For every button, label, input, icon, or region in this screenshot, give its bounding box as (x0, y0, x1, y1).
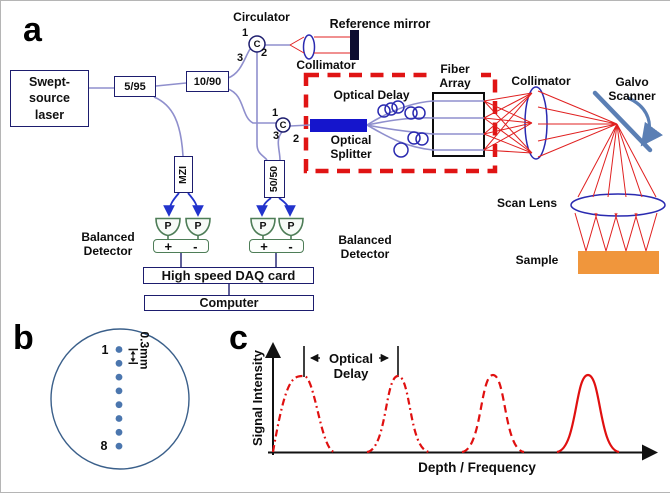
intensity-peaks (271, 373, 620, 454)
collimator-to-galvo-beams (537, 90, 618, 158)
collimator-top-label: Collimator (296, 58, 356, 72)
circulator-label: Circulator (233, 10, 290, 24)
sample-shape (578, 251, 659, 274)
optical-delay-label: Optical Delay (333, 88, 410, 102)
galvo-to-scanlens-beams (577, 123, 657, 198)
fiber-array-face-view (50, 328, 190, 470)
collimator-right-label: Collimator (511, 74, 571, 88)
fiber-array-box (432, 92, 485, 157)
fiber-wires (89, 44, 484, 161)
panel-b-label: b (13, 319, 34, 357)
circulator1-symbol: C (253, 38, 261, 50)
balanced-detector-left-box: + - (153, 239, 209, 253)
optical-splitter-shape (310, 119, 367, 132)
reference-mirror-label: Reference mirror (329, 17, 431, 31)
circulator1-circle (248, 35, 266, 53)
panel-c-label: c (229, 319, 248, 357)
circulator2-symbol: C (279, 119, 287, 131)
computer-box: Computer (144, 295, 314, 311)
galvo-scanner-label: Galvo Scanner (608, 75, 656, 104)
detector-input-arrows (163, 192, 296, 217)
galvo-rotation-arrow-icon (627, 96, 663, 147)
plus-sign: + (260, 238, 268, 254)
photodiode-label: P (164, 220, 172, 232)
peak-2-dashdot (366, 374, 430, 454)
minus-sign: - (193, 238, 198, 254)
signal-plot (265, 342, 658, 461)
collimator-lens-right (524, 86, 548, 160)
reference-mirror-shape (350, 30, 359, 60)
balanced-detector-left-label: Balanced Detector (81, 230, 135, 259)
array-to-collimator-beams (483, 92, 533, 154)
minus-sign: - (288, 238, 293, 254)
fiber-8-number: 8 (100, 439, 108, 453)
plus-sign: + (164, 238, 173, 254)
swept-source-laser-box: Swept- source laser (10, 70, 89, 127)
fiber-core-dots (115, 346, 123, 450)
fiber-1-number: 1 (101, 343, 109, 357)
spacing-value-label: 0.3mm (137, 331, 152, 370)
mzi-box: MZI (177, 165, 190, 184)
fiber-delay-coils (377, 100, 429, 158)
peak-1-dashdot (271, 374, 336, 454)
photodiode-label: P (287, 220, 295, 232)
circulators (248, 35, 291, 133)
x-axis-label: Depth / Frequency (418, 460, 536, 475)
balanced-detector-right-label: Balanced Detector (338, 233, 392, 262)
peak-3-dashed (461, 373, 525, 454)
photodiode-label: P (194, 220, 202, 232)
circulator1-port-2: 2 (260, 47, 268, 59)
coupler-5-95-box: 5/95 (114, 76, 156, 97)
photodiodes (155, 217, 304, 239)
reference-arm-beam (289, 36, 350, 54)
lenses (302, 34, 666, 217)
free-space-beams (289, 36, 658, 252)
optical-splitter-label: Optical Splitter (330, 133, 372, 162)
scanlens-to-sample-beams (574, 212, 658, 252)
delay-module-dashed-outline (303, 72, 498, 174)
optical-delay-annotation: Optical Delay (328, 351, 374, 382)
circulator2-port-2: 2 (292, 133, 300, 145)
circulator2-port-1: 1 (271, 107, 279, 119)
circulator1-port-3: 3 (236, 52, 244, 64)
y-axis-label: Signal Intensity (250, 349, 265, 447)
circulator1-port-1: 1 (241, 27, 249, 39)
collimator-lens-top (302, 34, 316, 60)
galvo-scanner-shape (592, 90, 663, 153)
coupler-50-50-box: 50/50 (268, 165, 281, 193)
panel-a-label: a (23, 11, 42, 49)
electrical-connections (180, 253, 277, 295)
photodiode-label: P (259, 220, 267, 232)
delay-marker-lines (303, 346, 399, 377)
daq-card-box: High speed DAQ card (143, 267, 314, 284)
peak-4-solid (556, 373, 620, 454)
coupler-10-90-box: 10/90 (186, 71, 229, 92)
balanced-detector-right-box: + - (249, 239, 304, 253)
circulator2-circle (275, 117, 291, 133)
circulator2-port-3: 3 (272, 130, 280, 142)
scan-lens-shape (570, 193, 666, 217)
fiber-array-label: Fiber Array (429, 62, 481, 91)
scan-lens-label: Scan Lens (496, 196, 558, 210)
sample-label: Sample (515, 253, 559, 267)
